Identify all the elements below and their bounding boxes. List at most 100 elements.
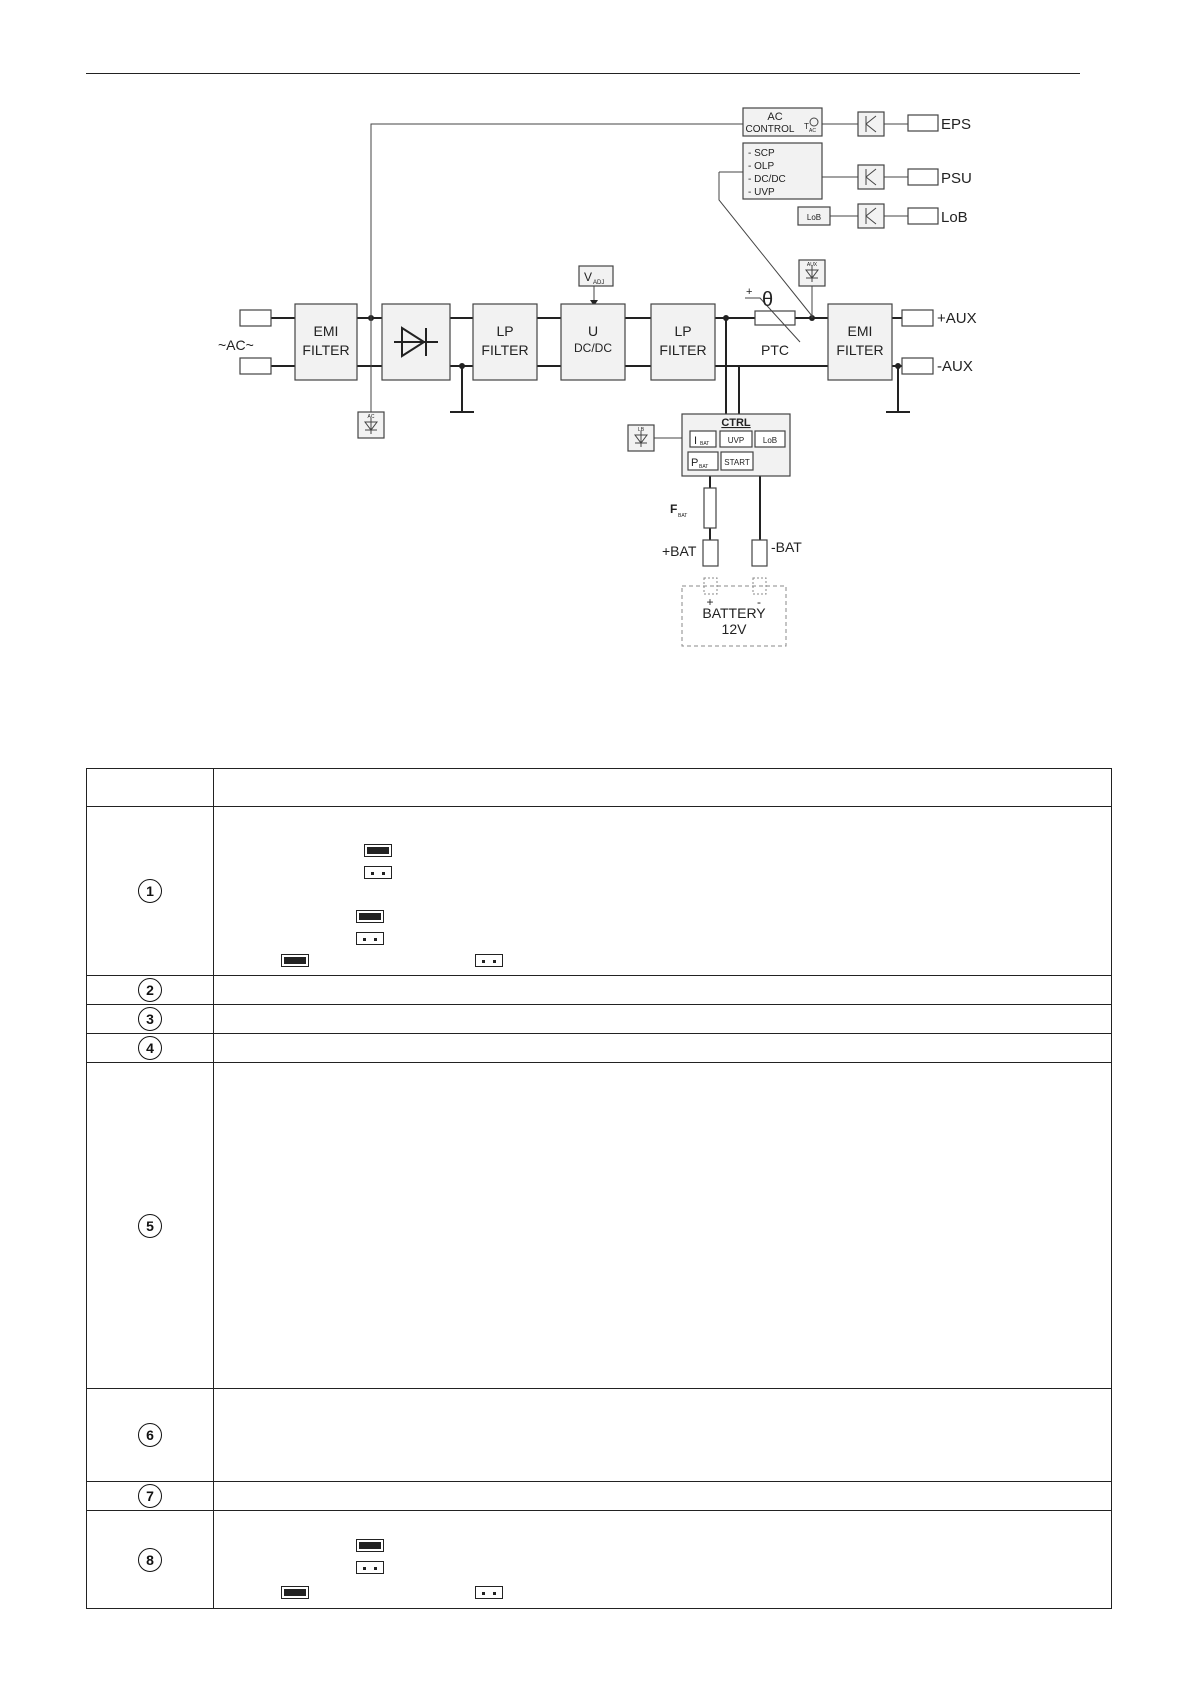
vadj-box — [578, 265, 614, 287]
svg-text:T: T — [804, 122, 809, 131]
bat-minus-terminal — [751, 539, 768, 567]
jumper-closed-icon — [364, 844, 392, 857]
svg-text:- SCP: - SCP — [748, 148, 775, 159]
item-number: 5 — [138, 1213, 162, 1238]
ac-sense-line — [370, 123, 743, 318]
table-row: 8 — [86, 1510, 1112, 1609]
svg-text:CTRL: CTRL — [721, 417, 751, 429]
ctrl-ibat-cell — [689, 430, 717, 448]
item-number: 1 — [138, 879, 162, 903]
dcdc-converter — [560, 303, 626, 381]
table-header-row — [86, 768, 1112, 807]
header-rule — [86, 73, 1080, 74]
emi-filter-output — [827, 303, 893, 381]
item-number: 6 — [138, 1423, 162, 1447]
svg-text:START: START — [724, 458, 750, 467]
svg-text:LoB: LoB — [941, 209, 968, 226]
block-diagram: ~AC~ EMI FILTER LP FILTER U DC/DC V ADJ … — [218, 107, 977, 647]
lp-filter-1 — [472, 303, 538, 381]
svg-text:U: U — [588, 323, 598, 339]
svg-text:F: F — [670, 502, 677, 516]
eps-terminal — [907, 114, 939, 132]
jumper-open-icon — [475, 954, 503, 967]
svg-text:-BAT: -BAT — [771, 539, 802, 555]
svg-text:EMI: EMI — [314, 323, 339, 339]
lob-switch-icon — [857, 203, 885, 229]
ptc-slash — [745, 297, 801, 343]
table-row: 3 — [86, 1004, 1112, 1034]
item-number: 7 — [138, 1484, 162, 1508]
ground-symbol — [450, 366, 474, 413]
svg-text:θ: θ — [762, 289, 773, 311]
emi-filter-input — [294, 303, 358, 381]
svg-text:EMI: EMI — [848, 323, 873, 339]
svg-text:PSU: PSU — [941, 170, 972, 187]
svg-text:V: V — [584, 270, 592, 284]
svg-text:+: + — [746, 286, 752, 298]
table-row: 2 — [86, 975, 1112, 1005]
item-number: 2 — [138, 978, 162, 1002]
svg-text:LP: LP — [496, 323, 513, 339]
battery-leads — [709, 476, 761, 540]
ctrl-pbat-cell — [687, 451, 719, 471]
ac-terminal-l — [239, 309, 272, 327]
jumper-closed-icon — [356, 1539, 384, 1552]
item-number: 8 — [138, 1547, 162, 1572]
svg-text:AUX: AUX — [807, 262, 818, 268]
item-number: 3 — [138, 1007, 162, 1031]
feedback-line — [718, 171, 813, 317]
jumper-closed-icon — [356, 910, 384, 923]
psu-switch-icon — [857, 164, 885, 190]
svg-text:DC/DC: DC/DC — [574, 341, 612, 355]
svg-text:FILTER: FILTER — [659, 342, 706, 358]
lp-filter-2 — [650, 303, 716, 381]
timer-icon — [809, 117, 819, 127]
ground-symbol — [886, 366, 910, 413]
svg-text:LP: LP — [674, 323, 691, 339]
svg-text:BAT: BAT — [700, 441, 709, 447]
bat-plus-terminal — [702, 539, 719, 567]
item-number: 4 — [138, 1036, 162, 1060]
psu-terminal — [907, 168, 939, 186]
table-row: 6 — [86, 1388, 1112, 1482]
svg-text:- DC/DC: - DC/DC — [748, 174, 786, 185]
legend-table: 1 2 3 4 5 6 7 8 — [86, 768, 1112, 1609]
svg-text:ADJ: ADJ — [593, 280, 604, 286]
svg-text:+BAT: +BAT — [662, 543, 697, 559]
svg-text:LB: LB — [638, 427, 645, 433]
jumper-open-icon — [356, 1561, 384, 1574]
svg-text:+AUX: +AUX — [937, 310, 977, 327]
ctrl-link — [725, 318, 740, 414]
svg-text:FILTER: FILTER — [302, 342, 349, 358]
svg-text:AC: AC — [368, 414, 375, 420]
diode-icon — [394, 326, 438, 358]
ptc-element — [754, 310, 796, 326]
ac-input-label: ~AC~ — [218, 337, 254, 353]
svg-text:CONTROL: CONTROL — [746, 124, 795, 135]
svg-text:LoB: LoB — [763, 436, 777, 445]
svg-text:- OLP: - OLP — [748, 161, 774, 172]
lob-terminal — [907, 207, 939, 225]
svg-text:- UVP: - UVP — [748, 187, 775, 198]
ac-control-block — [742, 107, 823, 137]
svg-text:BATTERY: BATTERY — [702, 605, 766, 621]
ptc-label: PTC — [761, 342, 789, 358]
svg-text:P: P — [691, 457, 698, 469]
svg-text:AC: AC — [809, 128, 816, 134]
svg-text:-AUX: -AUX — [937, 358, 973, 375]
svg-text:BAT: BAT — [678, 513, 687, 519]
eps-switch-icon — [857, 111, 885, 137]
jumper-closed-icon — [281, 1586, 309, 1599]
battery-outline — [681, 585, 787, 647]
svg-text:BAT: BAT — [699, 464, 708, 470]
svg-text:AC: AC — [767, 111, 782, 123]
table-row: 4 — [86, 1033, 1112, 1063]
aux-minus-terminal — [901, 357, 934, 375]
jumper-closed-icon — [281, 954, 309, 967]
svg-text:FILTER: FILTER — [481, 342, 528, 358]
lob-source-box — [797, 206, 831, 226]
protections-block — [742, 142, 823, 200]
svg-text:+: + — [706, 595, 713, 609]
jumper-open-icon — [364, 866, 392, 879]
table-row: 1 — [86, 806, 1112, 976]
